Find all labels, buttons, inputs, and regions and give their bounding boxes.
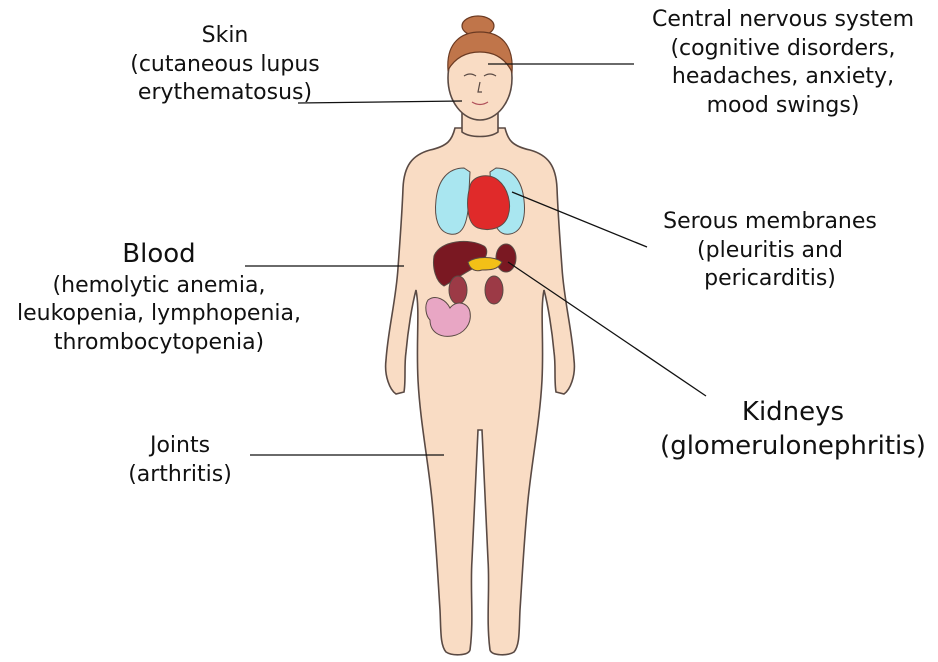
blood-detail: (hemolytic anemia, leukopenia, lymphopen… — [4, 272, 314, 358]
skin-label: Skin (cutaneous lupus erythematosus) — [110, 22, 340, 108]
serous-detail: (pleuritis and pericarditis) — [640, 237, 900, 294]
cns-label: Central nervous system (cognitive disord… — [628, 6, 938, 120]
spleen — [496, 244, 516, 272]
kidneys-label: Kidneys (glomerulonephritis) — [652, 396, 934, 464]
blood-label: Blood (hemolytic anemia, leukopenia, lym… — [4, 238, 314, 358]
kidneys-title: Kidneys — [652, 396, 934, 430]
blood-title: Blood — [4, 238, 314, 272]
skin-title: Skin — [110, 22, 340, 51]
left-kidney — [449, 276, 467, 304]
skin-detail: (cutaneous lupus erythematosus) — [110, 51, 340, 108]
joints-label: Joints (arthritis) — [95, 432, 265, 489]
joints-detail: (arthritis) — [95, 461, 265, 490]
serous-label: Serous membranes (pleuritis and pericard… — [640, 208, 900, 294]
joints-title: Joints — [95, 432, 265, 461]
cns-title: Central nervous system — [628, 6, 938, 35]
right-kidney — [485, 276, 503, 304]
cns-detail: (cognitive disorders, headaches, anxiety… — [628, 35, 938, 121]
serous-title: Serous membranes — [640, 208, 900, 237]
female-body-figure — [386, 36, 575, 655]
kidneys-detail: (glomerulonephritis) — [652, 430, 934, 464]
